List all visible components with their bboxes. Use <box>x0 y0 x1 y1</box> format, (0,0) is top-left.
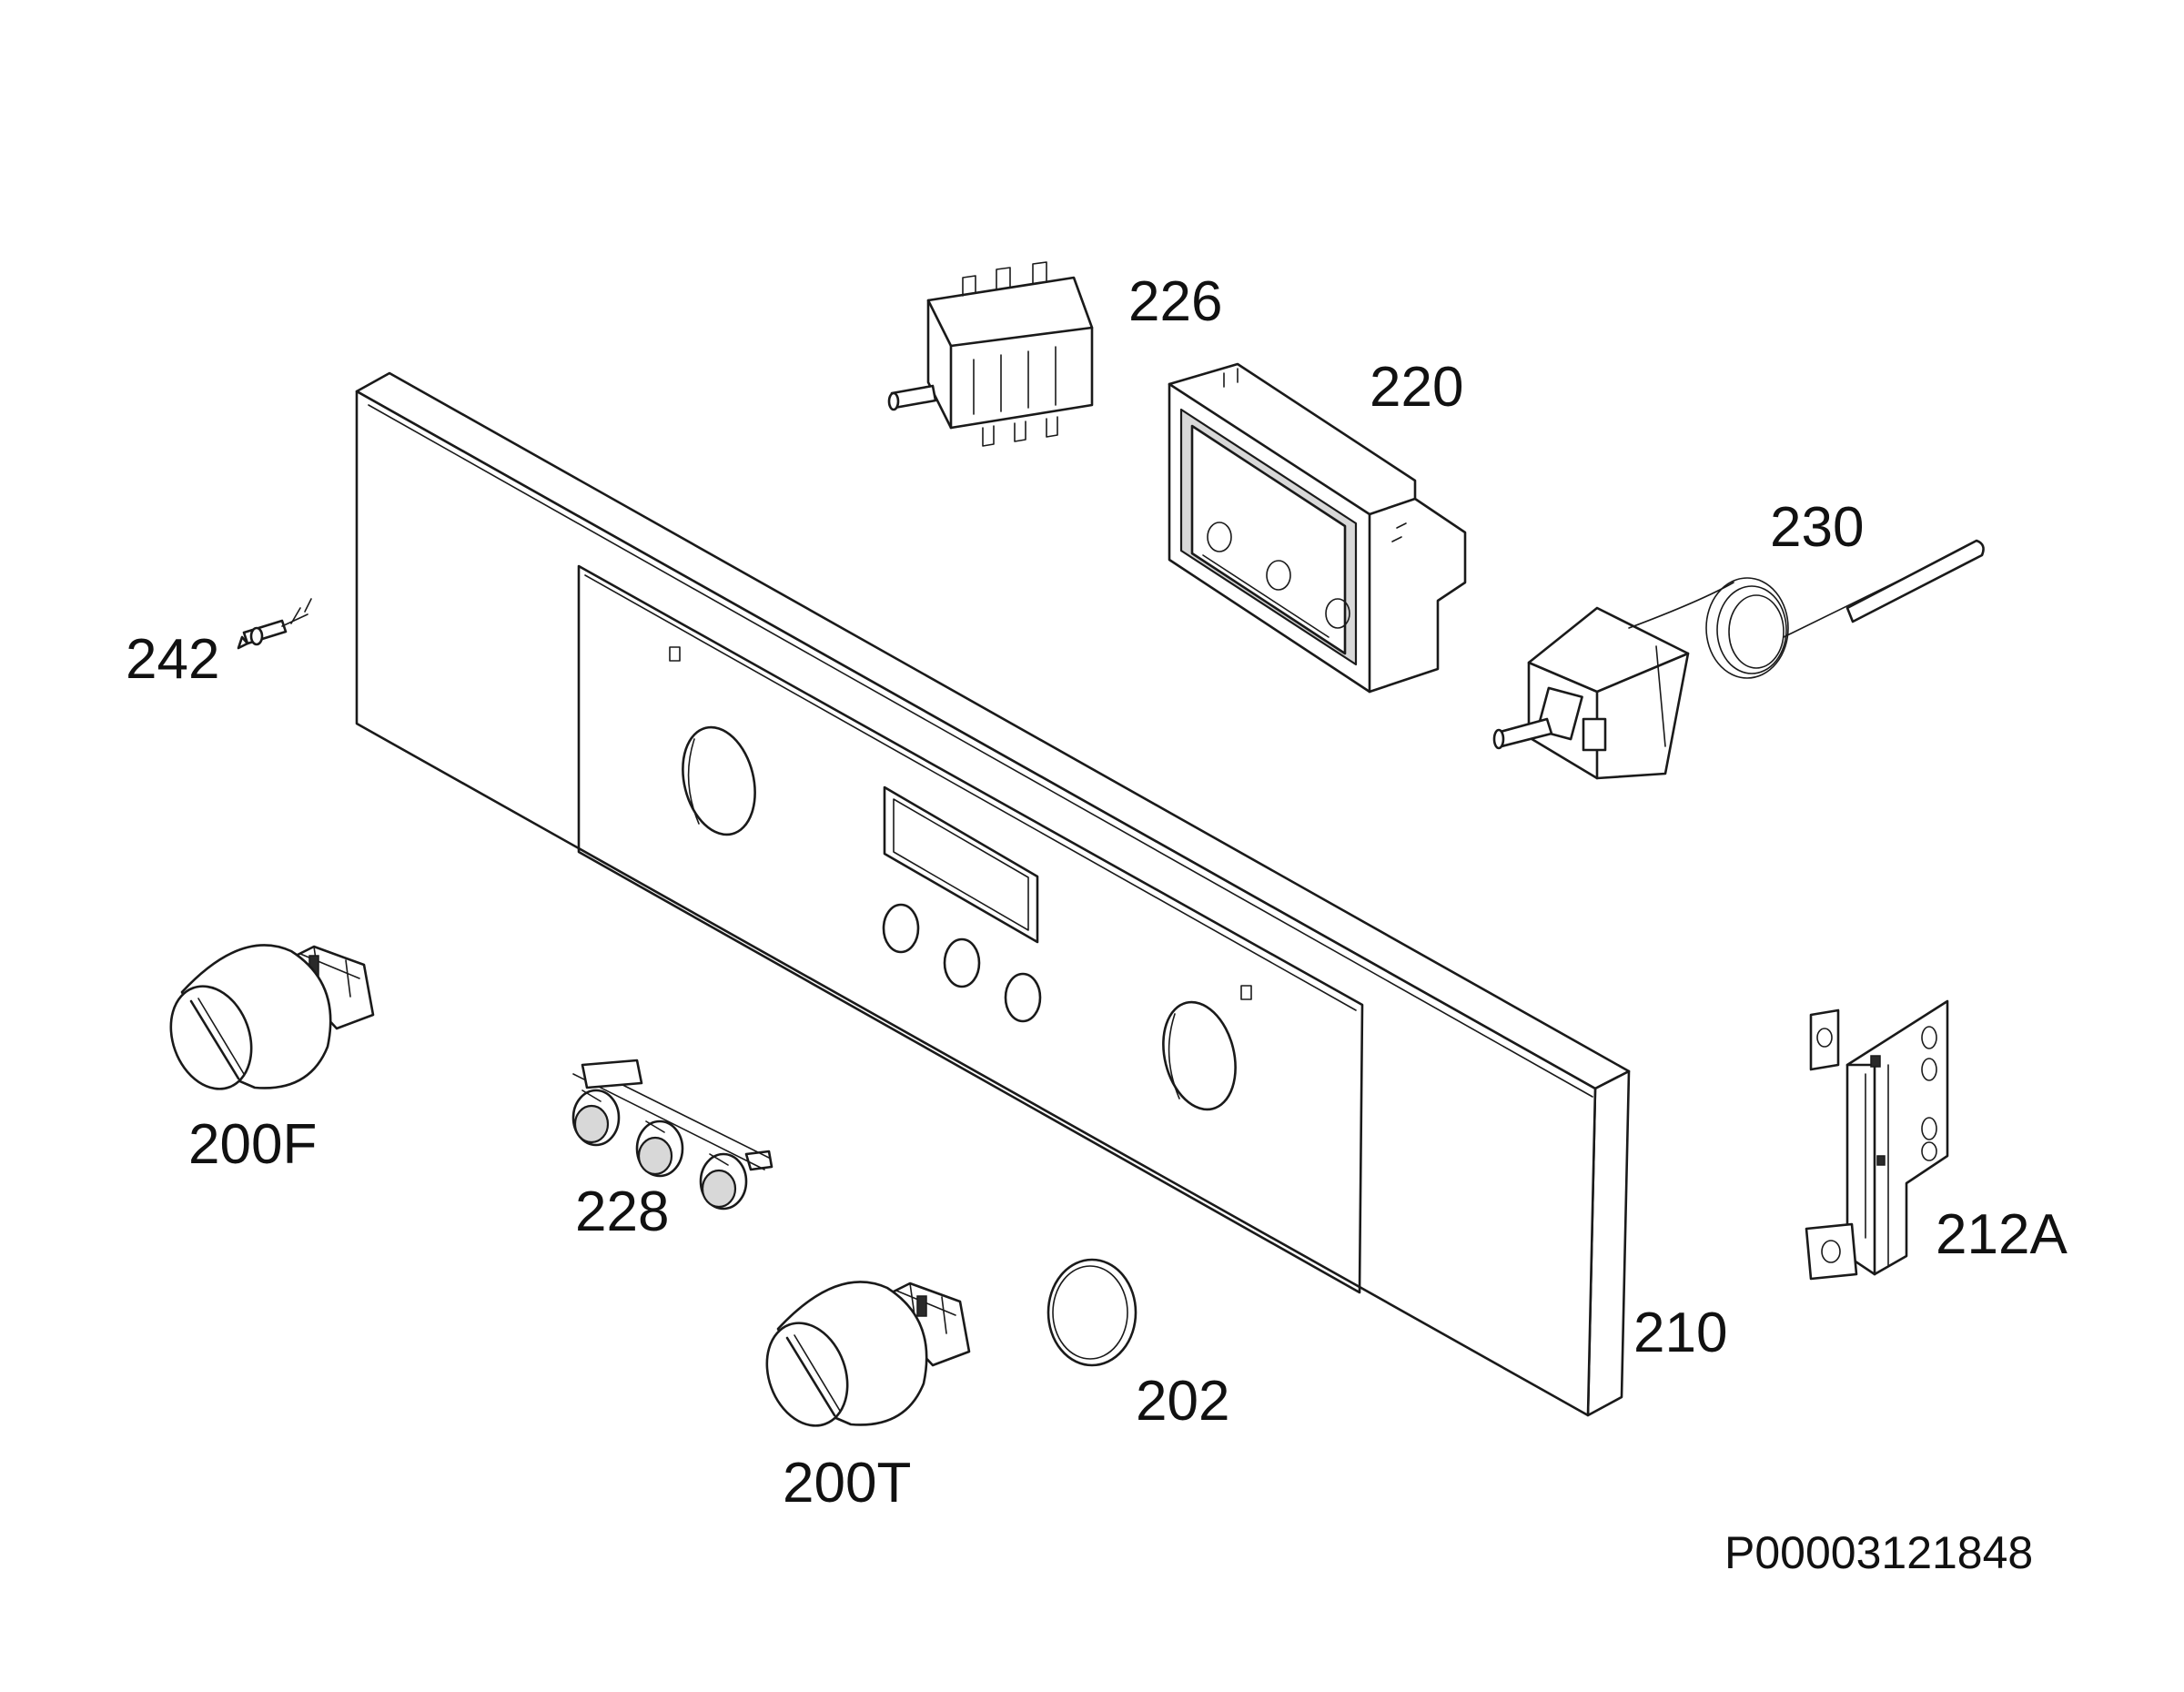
label-200T: 200T <box>783 1452 911 1515</box>
knob-200T <box>765 1281 971 1427</box>
bracket-212A <box>1805 999 1949 1281</box>
label-202: 202 <box>1136 1370 1229 1433</box>
connector-242 <box>237 598 312 650</box>
label-200F: 200F <box>188 1113 317 1176</box>
label-210: 210 <box>1633 1302 1727 1364</box>
ring-seal-202 <box>1046 1258 1138 1367</box>
control-panel-210 <box>355 371 1631 1417</box>
label-242: 242 <box>126 628 219 691</box>
label-226: 226 <box>1128 270 1222 333</box>
label-228: 228 <box>575 1180 669 1243</box>
timer-module-220 <box>1168 362 1467 694</box>
label-220: 220 <box>1370 356 1463 419</box>
knob-200F <box>169 944 375 1090</box>
push-buttons-228 <box>571 1059 774 1211</box>
label-212A: 212A <box>1936 1203 2068 1266</box>
thermostat-230 <box>1492 539 1985 780</box>
label-230: 230 <box>1770 496 1864 559</box>
drawing-code: P00003121848 <box>1724 1527 2033 1578</box>
selector-switch-226 <box>887 261 1094 447</box>
